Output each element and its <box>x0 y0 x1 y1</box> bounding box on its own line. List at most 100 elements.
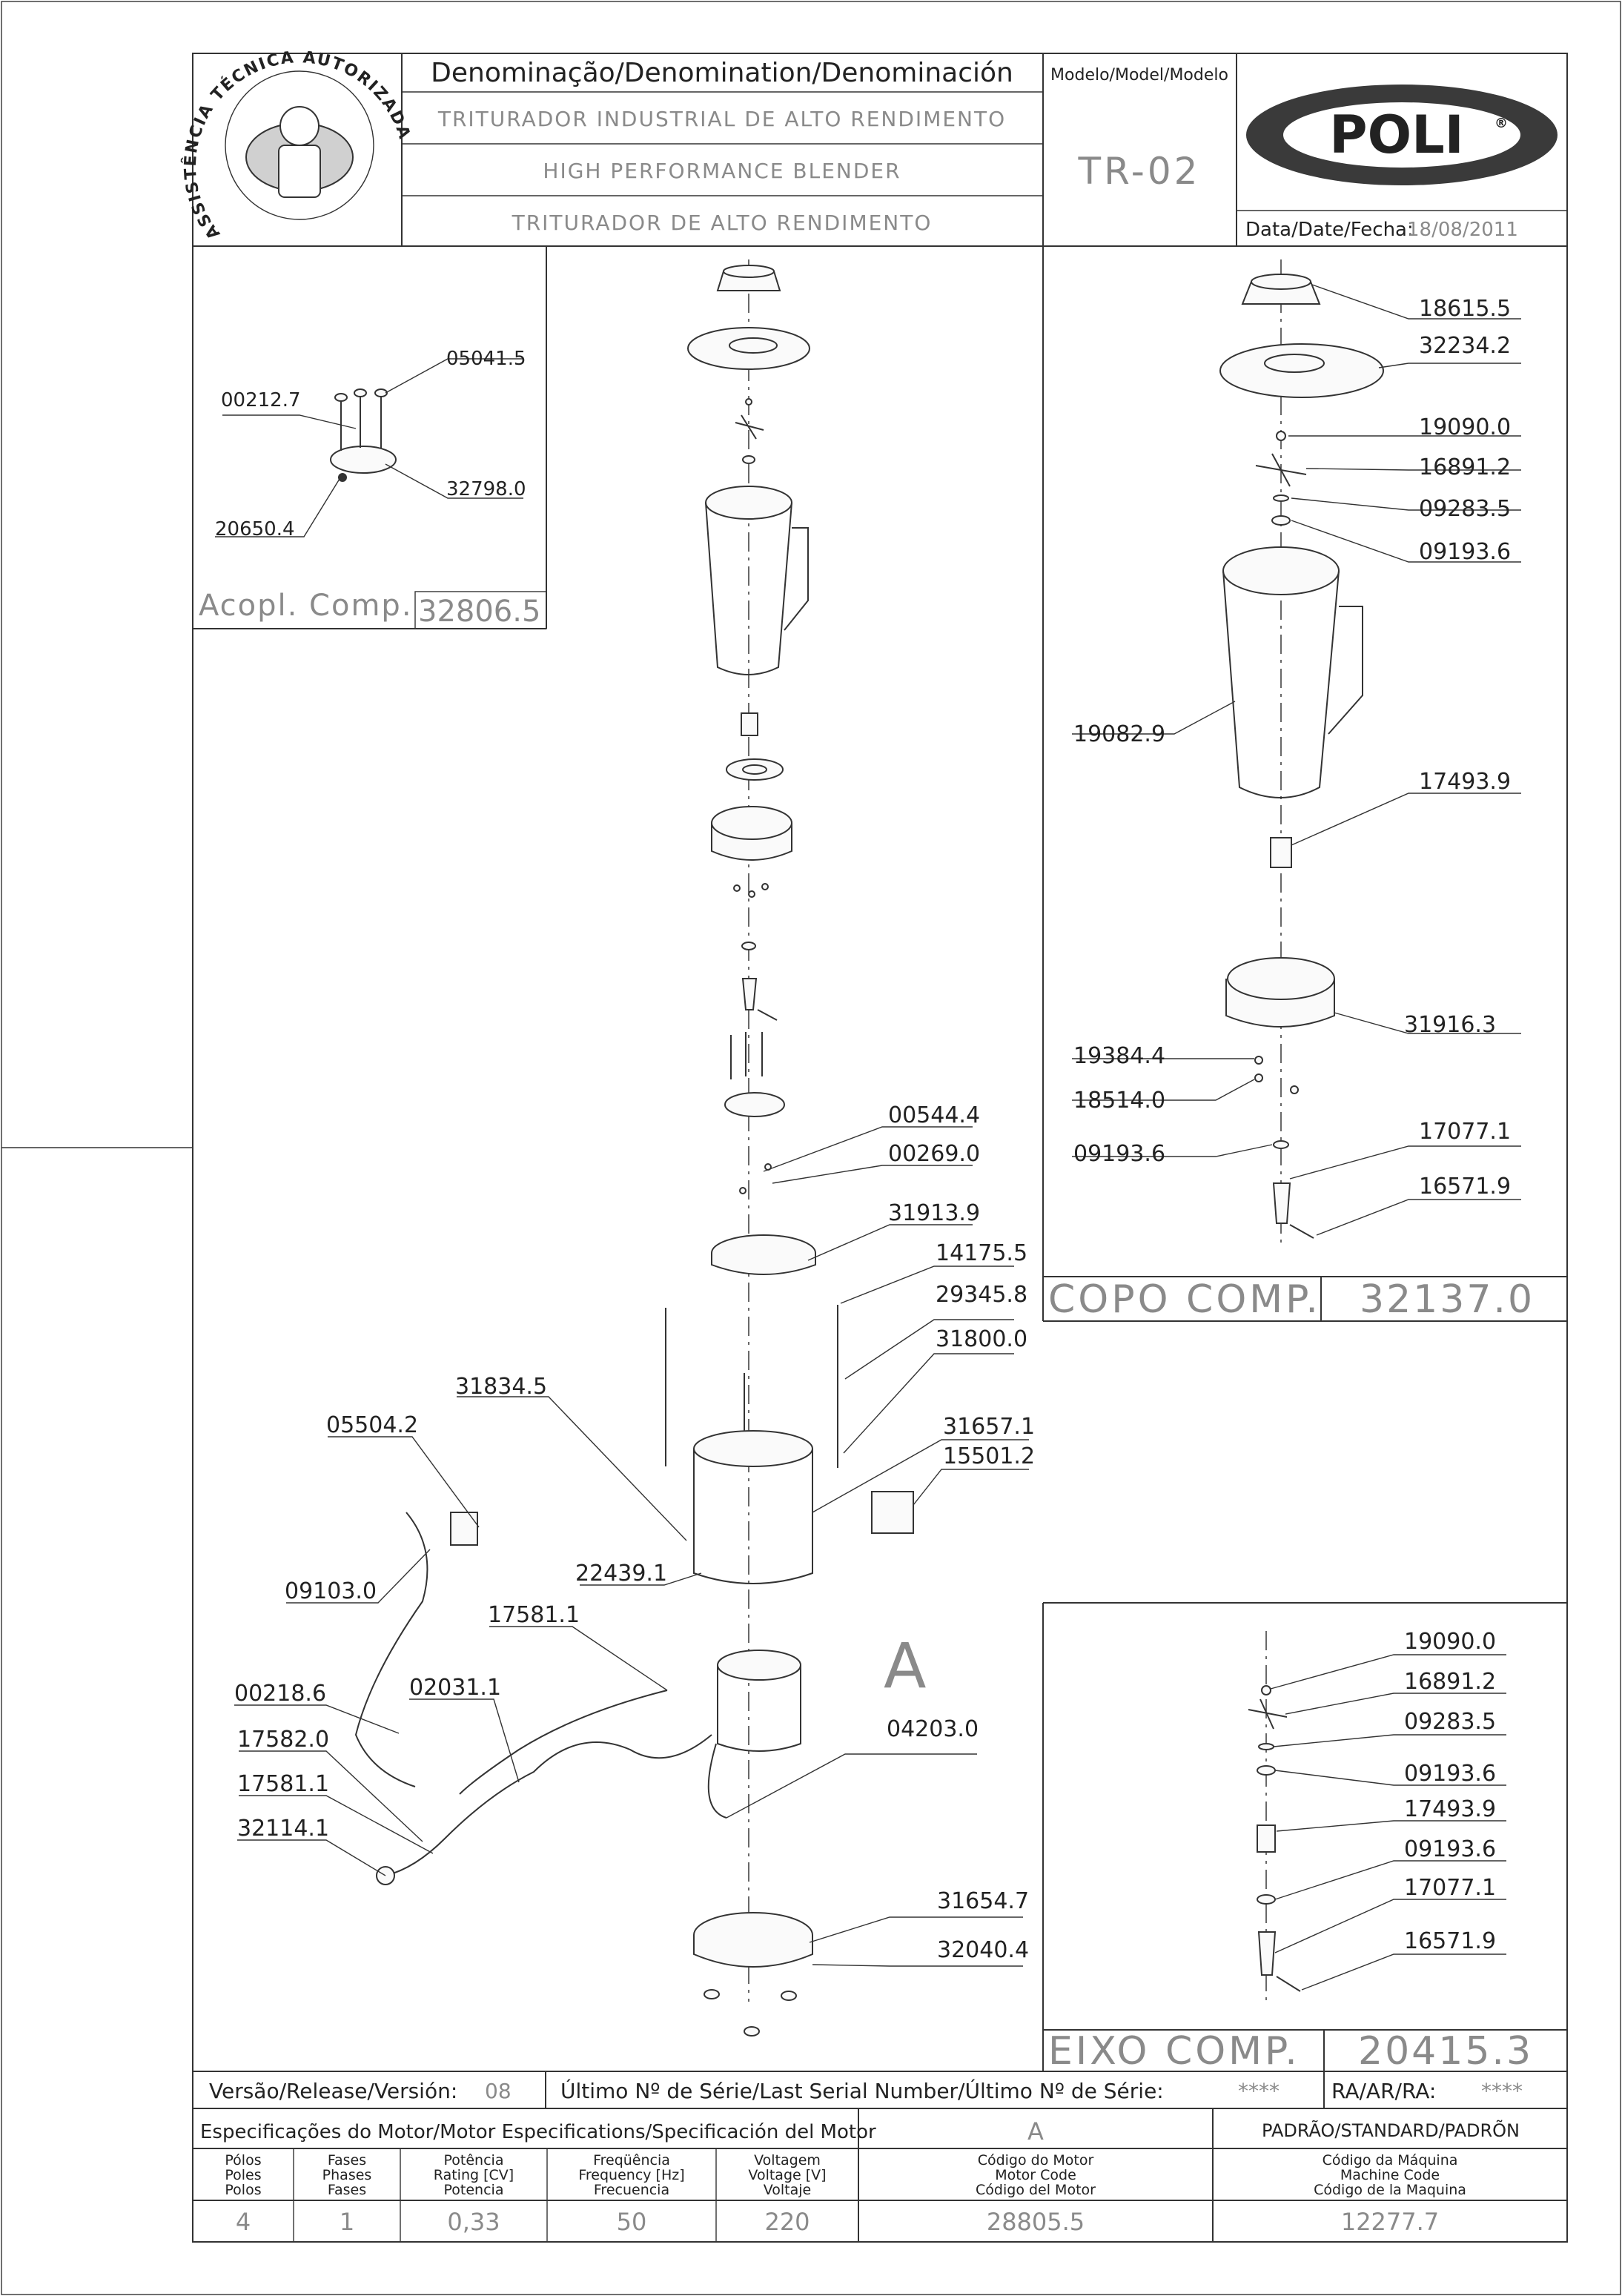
model-value: TR-02 <box>1078 150 1201 193</box>
shaft-part-5: 17493.9 <box>1404 1796 1496 1822</box>
date-value: 18/08/2011 <box>1407 219 1518 241</box>
cup-part-8: 17493.9 <box>1419 769 1511 795</box>
product-name-pt: TRITURADOR INDUSTRIAL DE ALTO RENDIMENTO <box>437 107 1006 131</box>
col-poles-es: Polos <box>225 2182 261 2198</box>
ra-value: **** <box>1481 2079 1523 2103</box>
shaft-part-6: 09193.6 <box>1404 1836 1496 1862</box>
main-part-16: 17581.1 <box>488 1602 580 1628</box>
main-part-15: 22439.1 <box>575 1561 667 1587</box>
main-part-14: 09103.0 <box>285 1578 377 1604</box>
product-name-en: HIGH PERFORMANCE BLENDER <box>543 159 901 183</box>
cup-part-4: 16891.2 <box>1419 454 1511 480</box>
cup-part-1: 18615.5 <box>1419 296 1511 322</box>
main-part-10: 31654.7 <box>937 1888 1029 1914</box>
val-phases: 1 <box>340 2208 354 2236</box>
col-motor-code-en: Motor Code <box>995 2167 1076 2183</box>
main-part-13: 05504.2 <box>326 1412 418 1438</box>
cup-part-6: 09193.6 <box>1419 539 1511 565</box>
coupling-part-2: 00212.7 <box>221 389 301 411</box>
main-part-9: 04203.0 <box>887 1716 979 1742</box>
col-phases-pt: Fases <box>328 2152 366 2168</box>
main-part-2: 00269.0 <box>888 1141 980 1167</box>
version-value: 08 <box>485 2079 512 2103</box>
col-motor-code-pt: Código do Motor <box>978 2152 1094 2168</box>
shaft-code: 20415.3 <box>1358 2029 1533 2074</box>
col-motor-code-es: Código del Motor <box>976 2182 1096 2198</box>
cup-part-3: 19090.0 <box>1419 414 1511 440</box>
main-part-18: 02031.1 <box>409 1675 501 1701</box>
coupling-part-3: 32798.0 <box>446 478 526 500</box>
shaft-part-7: 17077.1 <box>1404 1875 1496 1901</box>
val-voltage: 220 <box>764 2208 810 2236</box>
val-machine-code: 12277.7 <box>1341 2208 1439 2236</box>
col-voltage-en: Voltage [V] <box>748 2167 826 2183</box>
cup-part-11: 18514.0 <box>1073 1088 1165 1114</box>
cup-part-12: 17077.1 <box>1419 1119 1511 1145</box>
cup-part-7: 19082.9 <box>1073 721 1165 747</box>
cup-inset: 18615.5 32234.2 19090.0 16891.2 09283.5 … <box>1042 246 1567 1322</box>
col-frequency-pt: Freqüência <box>593 2152 670 2168</box>
col-machine-code-en: Machine Code <box>1340 2167 1440 2183</box>
denomination-heading: Denominação/Denomination/Denominación <box>431 58 1013 88</box>
coupling-title: Acopl. Comp. <box>199 589 413 623</box>
shaft-part-3: 09283.5 <box>1404 1709 1496 1735</box>
val-motor-code: 28805.5 <box>987 2208 1085 2236</box>
col-voltage-es: Voltaje <box>764 2182 812 2198</box>
val-poles: 4 <box>236 2208 251 2236</box>
version-label: Versão/Release/Versión: <box>209 2079 457 2103</box>
col-frequency-es: Frecuencia <box>594 2182 669 2198</box>
main-part-4: 14175.5 <box>936 1240 1027 1266</box>
detail-letter: A <box>884 1630 926 1702</box>
val-rating: 0,33 <box>447 2208 500 2236</box>
col-poles-pt: Pólos <box>225 2152 261 2168</box>
date-label: Data/Date/Fecha: <box>1245 219 1414 241</box>
coupling-part-4: 20650.4 <box>215 518 295 540</box>
title-block: ASSISTÊNCIA TÉCNICA AUTORIZADA Denominaç… <box>181 48 1567 247</box>
product-name-es: TRITURADOR DE ALTO RENDIMENTO <box>512 211 933 235</box>
cup-part-2: 32234.2 <box>1419 333 1511 359</box>
col-phases-es: Fases <box>328 2182 366 2198</box>
shaft-part-4: 09193.6 <box>1404 1761 1496 1787</box>
col-frequency-en: Frequency [Hz] <box>578 2167 684 2183</box>
main-part-17: 00218.6 <box>234 1681 326 1707</box>
col-rating-en: Rating [CV] <box>434 2167 514 2183</box>
coupling-code: 32806.5 <box>418 595 540 629</box>
col-poles-en: Poles <box>225 2167 261 2183</box>
cup-part-5: 09283.5 <box>1419 496 1511 522</box>
main-part-20: 17581.1 <box>237 1771 329 1797</box>
shaft-title: EIXO COMP. <box>1048 2029 1300 2074</box>
coupling-part-1: 05041.5 <box>446 348 526 370</box>
main-part-12: 31834.5 <box>455 1374 547 1400</box>
shaft-part-8: 16571.9 <box>1404 1928 1496 1954</box>
motor-letter: A <box>1027 2117 1044 2146</box>
main-part-5: 29345.8 <box>936 1282 1027 1308</box>
shaft-part-1: 19090.0 <box>1404 1629 1496 1655</box>
cup-part-9: 31916.3 <box>1404 1012 1496 1038</box>
val-frequency: 50 <box>617 2208 647 2236</box>
cup-title: COPO COMP. <box>1048 1277 1321 1322</box>
col-machine-code-es: Código de la Maquina <box>1314 2182 1466 2198</box>
footer-block: Versão/Release/Versión: 08 Último Nº de … <box>193 2071 1567 2242</box>
serial-label: Último Nº de Série/Last Serial Number/Úl… <box>560 2078 1164 2103</box>
authorized-service-seal: ASSISTÊNCIA TÉCNICA AUTORIZADA <box>181 48 412 242</box>
serial-value: **** <box>1238 2079 1280 2103</box>
col-machine-code-pt: Código da Máquina <box>1323 2152 1458 2168</box>
motor-spec-label: Especificações do Motor/Motor Especifica… <box>200 2121 876 2143</box>
cup-part-13: 09193.6 <box>1073 1141 1165 1167</box>
col-phases-en: Phases <box>322 2167 372 2183</box>
cup-part-10: 19384.4 <box>1073 1043 1165 1069</box>
main-part-7: 31657.1 <box>943 1414 1035 1440</box>
shaft-part-2: 16891.2 <box>1404 1669 1496 1695</box>
coupling-inset: 05041.5 00212.7 32798.0 20650.4 Acopl. C… <box>193 246 547 629</box>
main-part-8: 15501.2 <box>943 1443 1035 1469</box>
standard-label: PADRÃO/STANDARD/PADRÕN <box>1262 2119 1520 2141</box>
brand-name: POLI <box>1329 105 1463 165</box>
main-part-11: 32040.4 <box>937 1937 1029 1963</box>
main-part-21: 32114.1 <box>237 1816 329 1842</box>
shaft-inset: 19090.0 16891.2 09283.5 09193.6 17493.9 … <box>1042 1602 1567 2074</box>
poli-logo: POLI ® <box>1246 85 1558 185</box>
model-heading: Modelo/Model/Modelo <box>1050 66 1228 85</box>
ra-label: RA/AR/RA: <box>1331 2079 1436 2103</box>
col-voltage-pt: Voltagem <box>754 2152 821 2168</box>
